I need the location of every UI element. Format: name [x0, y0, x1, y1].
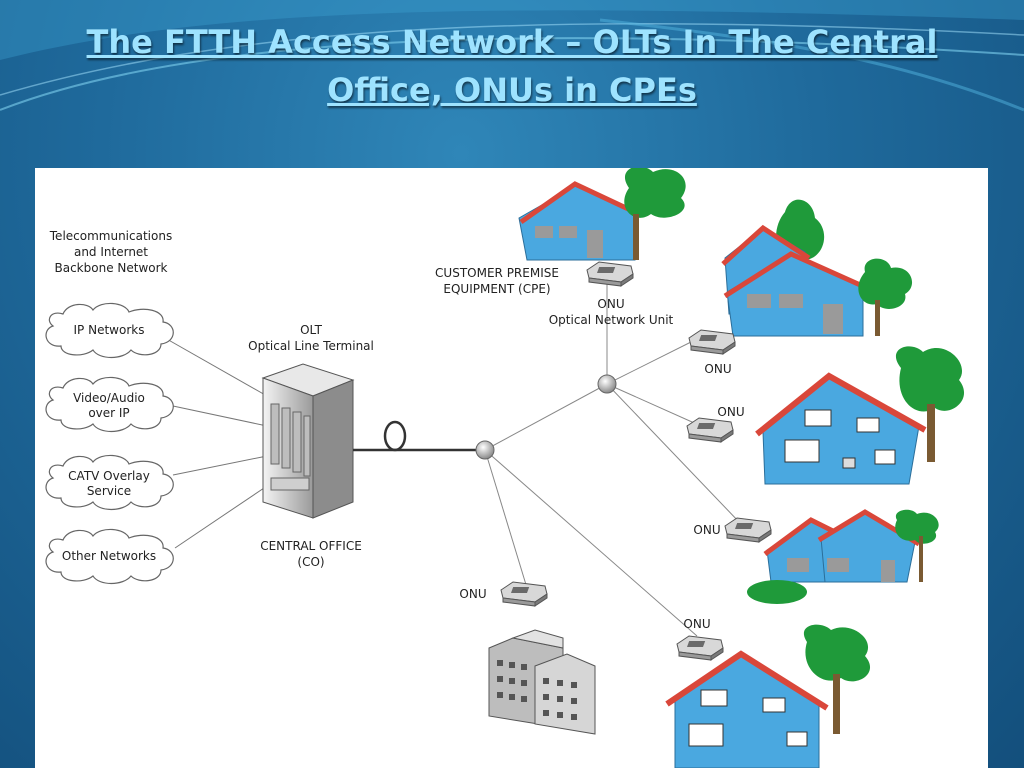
olt-cabinet-icon: [261, 363, 355, 519]
feeder-fiber: [353, 420, 485, 452]
onu-label-4: ONU: [693, 523, 720, 537]
onu-label-6: ONU: [683, 617, 710, 631]
cloud-other-networks: Other Networks: [45, 528, 174, 585]
onu-top-label: ONU Optical Network Unit: [549, 297, 674, 327]
slide-title-line-2: Office, ONUs in CPEs: [327, 71, 697, 109]
cloud-catv-label-2: Service: [87, 484, 131, 498]
cloud-video-audio: Video/Audio over IP: [45, 376, 174, 433]
central-office-label: CENTRAL OFFICE (CO): [260, 539, 362, 569]
onu-device-6: [676, 635, 724, 661]
house-lower-right: [747, 509, 939, 604]
backbone-label-line-3: Backbone Network: [55, 261, 168, 275]
cloud-catv-overlay: CATV Overlay Service: [45, 454, 174, 511]
co-label-line-1: CENTRAL OFFICE: [260, 539, 362, 553]
diagram-panel: Telecommunications and Internet Backbone…: [35, 168, 988, 768]
co-label-line-2: (CO): [297, 555, 324, 569]
distribution-fibers: [484, 276, 742, 637]
cloud-ip-networks: IP Networks: [45, 302, 174, 359]
olt-label: OLT Optical Line Terminal: [248, 323, 374, 353]
cloud-video-audio-label-2: over IP: [88, 406, 129, 420]
cpe-label-line-2: EQUIPMENT (CPE): [443, 282, 550, 296]
cpe-label: CUSTOMER PREMISE EQUIPMENT (CPE): [435, 266, 559, 296]
olt-label-line-2: Optical Line Terminal: [248, 339, 374, 353]
house-middle-right: [755, 346, 965, 485]
cloud-ip-networks-label: IP Networks: [74, 323, 145, 337]
house-upper-right: [721, 199, 913, 337]
onu-device-5: [500, 581, 548, 607]
olt-label-line-1: OLT: [300, 323, 322, 337]
onu-device-3: [686, 417, 734, 443]
backbone-label-line-1: Telecommunications: [49, 229, 172, 243]
backbone-network-label: Telecommunications and Internet Backbone…: [49, 229, 172, 275]
cloud-catv-label-1: CATV Overlay: [68, 469, 150, 483]
office-building: [488, 629, 596, 735]
onu-label-3: ONU: [717, 405, 744, 419]
house-top: [518, 168, 686, 261]
onu-top-label-line-2: Optical Network Unit: [549, 313, 674, 327]
backbone-links: [164, 337, 268, 549]
backbone-label-line-2: and Internet: [74, 245, 148, 259]
onu-device-4: [724, 517, 772, 543]
onu-label-5: ONU: [459, 587, 486, 601]
house-bottom: [665, 624, 871, 768]
onu-label-2: ONU: [704, 362, 731, 376]
splitter-node-main: [475, 440, 495, 460]
onu-device-2: [688, 329, 736, 355]
slide-title: The FTTH Access Network – OLTs In The Ce…: [60, 18, 964, 114]
splitter-node-secondary: [597, 374, 617, 394]
onu-top-label-line-1: ONU: [597, 297, 624, 311]
ftth-network-diagram: Telecommunications and Internet Backbone…: [45, 168, 965, 768]
cloud-other-networks-label: Other Networks: [62, 549, 156, 563]
slide-title-line-1: The FTTH Access Network – OLTs In The Ce…: [86, 23, 938, 61]
cpe-label-line-1: CUSTOMER PREMISE: [435, 266, 559, 280]
onu-device-top: [586, 261, 634, 287]
cloud-video-audio-label-1: Video/Audio: [73, 391, 145, 405]
